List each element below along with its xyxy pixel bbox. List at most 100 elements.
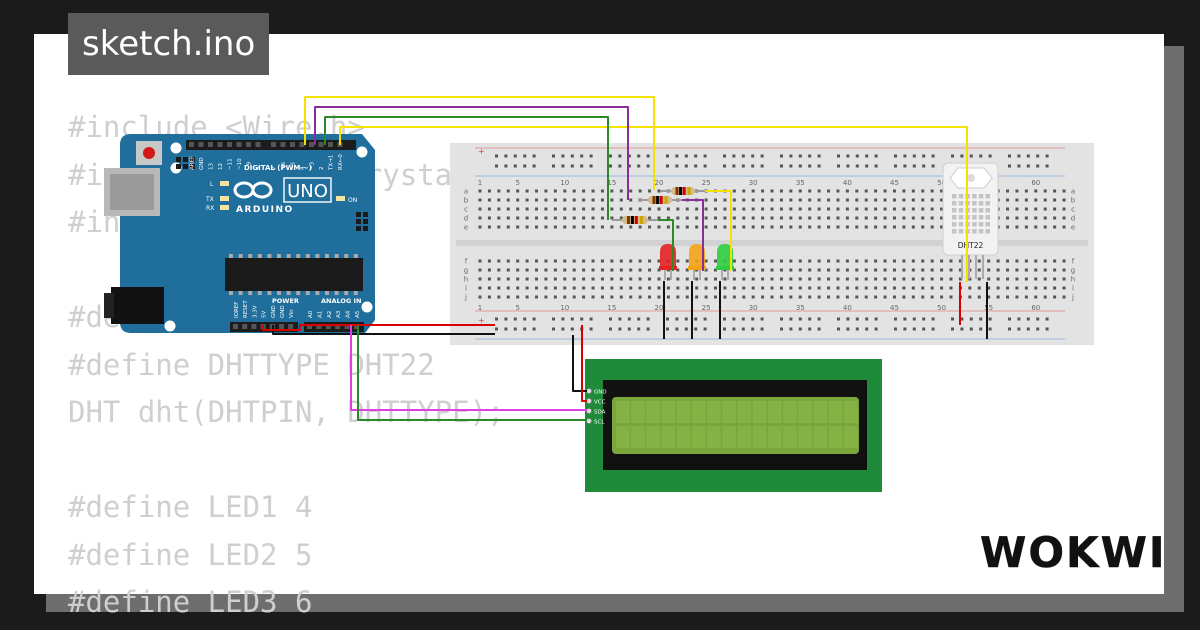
rail-hole: [1017, 154, 1021, 158]
terminal-hole: [892, 207, 896, 211]
rail-hole: [751, 164, 755, 168]
terminal-hole: [563, 268, 567, 272]
terminal-hole: [930, 189, 934, 193]
breadboard-channel: [456, 240, 1088, 246]
terminal-hole: [732, 198, 736, 202]
terminal-hole: [883, 259, 887, 263]
rail-hole: [969, 154, 973, 158]
dht22-vent: [958, 208, 964, 213]
terminal-hole: [695, 295, 699, 299]
rail-hole: [609, 327, 612, 331]
terminal-hole: [525, 189, 529, 193]
terminal-hole: [591, 286, 595, 290]
terminal-hole: [911, 268, 915, 272]
dht22-hole: [967, 174, 975, 182]
code-line: DHT dht(DHTPIN, DHTTYPE);: [68, 395, 505, 429]
resistor-band: [687, 187, 691, 195]
terminal-hole: [751, 277, 755, 281]
digital-pin-label: 12: [218, 163, 224, 170]
rail-hole: [570, 164, 574, 168]
terminal-hole: [506, 277, 510, 281]
column-number: 30: [749, 304, 758, 312]
dht22-sensor: DHT22: [942, 162, 999, 279]
terminal-hole: [695, 207, 699, 211]
terminal-hole: [582, 259, 586, 263]
terminal-hole: [977, 286, 981, 290]
chip-pin: [305, 291, 310, 295]
terminal-hole: [779, 225, 783, 229]
terminal-hole: [600, 207, 604, 211]
terminal-hole: [958, 277, 962, 281]
icsp-pin: [363, 226, 368, 231]
terminal-hole: [516, 277, 520, 281]
terminal-hole: [704, 286, 708, 290]
wire-purple: [314, 106, 629, 200]
rail-hole: [703, 317, 707, 321]
terminal-hole: [817, 189, 821, 193]
terminal-hole: [996, 286, 1000, 290]
terminal-hole: [487, 295, 491, 299]
chip-pin: [286, 254, 291, 258]
rail-hole: [979, 327, 983, 331]
row-letter: f: [1072, 258, 1075, 266]
terminal-hole: [723, 216, 727, 220]
terminal-hole: [817, 207, 821, 211]
rail-hole: [666, 164, 669, 168]
rail-hole: [703, 154, 707, 158]
terminal-hole: [506, 286, 510, 290]
terminal-hole: [1053, 189, 1057, 193]
rail-hole: [931, 154, 935, 158]
terminal-hole: [1043, 295, 1047, 299]
terminal-hole: [582, 295, 586, 299]
terminal-hole: [987, 277, 991, 281]
row-letter: b: [1071, 197, 1076, 205]
dht22-vent: [985, 229, 990, 234]
terminal-hole: [685, 207, 689, 211]
terminal-hole: [874, 198, 878, 202]
terminal-hole: [817, 295, 821, 299]
terminal-hole: [525, 216, 529, 220]
terminal-hole: [1034, 225, 1038, 229]
terminal-hole: [619, 207, 623, 211]
rail-hole: [894, 317, 897, 321]
terminal-hole: [723, 207, 727, 211]
rail-hole: [684, 327, 688, 331]
terminal-hole: [506, 259, 510, 263]
rail-hole: [894, 164, 897, 168]
terminal-hole: [779, 277, 783, 281]
terminal-hole: [742, 198, 746, 202]
terminal-hole: [798, 268, 802, 272]
terminal-hole: [911, 277, 915, 281]
terminal-hole: [902, 216, 906, 220]
dht22-vent: [985, 215, 990, 220]
header-pin: [189, 142, 194, 147]
terminal-hole: [600, 189, 604, 193]
terminal-hole: [883, 225, 887, 229]
terminal-hole: [732, 286, 736, 290]
terminal-hole: [506, 268, 510, 272]
terminal-hole: [506, 225, 510, 229]
terminal-hole: [714, 295, 717, 299]
icsp-pin: [176, 164, 181, 169]
terminal-hole: [591, 207, 595, 211]
terminal-hole: [1053, 286, 1057, 290]
terminal-hole: [921, 295, 925, 299]
rail-hole: [504, 154, 508, 158]
terminal-hole: [723, 225, 727, 229]
terminal-hole: [516, 225, 520, 229]
rail-hole: [912, 154, 916, 158]
wire-green: [324, 116, 609, 220]
terminal-hole: [497, 189, 501, 193]
terminal-hole: [506, 198, 510, 202]
digital-pin-label: ~3: [310, 161, 316, 170]
terminal-hole: [761, 198, 765, 202]
terminal-hole: [572, 216, 576, 220]
rail-hole: [912, 317, 916, 321]
lcd-pin-label: GND: [594, 390, 607, 396]
header-pin: [279, 324, 284, 329]
rail-hole: [666, 317, 669, 321]
terminal-hole: [798, 295, 802, 299]
icsp-pin: [356, 212, 361, 217]
terminal-hole: [1015, 189, 1019, 193]
terminal-hole: [921, 225, 925, 229]
